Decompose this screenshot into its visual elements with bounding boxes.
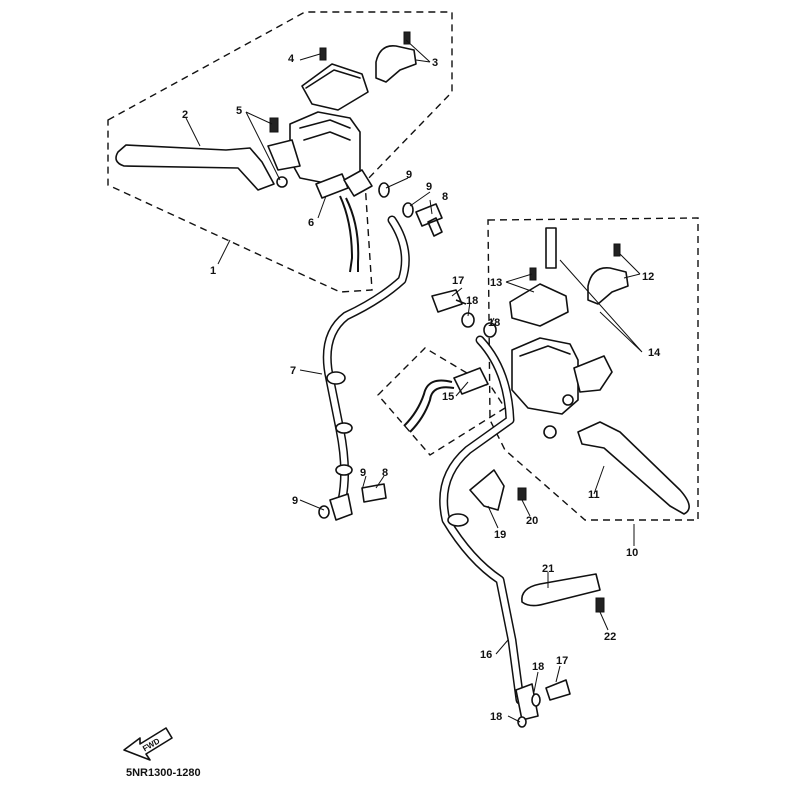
callout-7: 7 [290,365,296,377]
callout-9-upper-b: 9 [426,181,432,193]
callout-9-lower-b: 9 [292,495,298,507]
switch-15-outline [377,347,506,456]
hose-fitting-left-c [335,464,353,476]
brake-switch-left-wires [339,195,360,273]
callout-10: 10 [626,547,638,559]
union-bolt-lower-left [361,483,387,503]
hose-guide [469,469,505,511]
copper-washer-lower-a [318,505,330,519]
cap-screw-left [319,47,327,61]
callout-18-lower-b: 18 [490,711,502,723]
copper-washer-upper-b [402,202,414,218]
callout-17-top: 17 [452,275,464,287]
callout-4: 4 [288,53,295,65]
callout-1: 1 [210,265,216,277]
brake-lever-right [577,421,690,515]
union-bolt-upper [415,203,443,237]
union-bolt-lower-right [545,679,571,701]
holder-clamp-left [375,45,417,83]
copper-washer-lower-right-b [517,716,527,728]
callout-12: 12 [642,271,654,283]
callout-9-lower-a: 9 [360,467,366,479]
callout-11: 11 [588,489,600,501]
brake-hose-right-core [440,337,523,703]
callout-15: 15 [442,391,454,403]
copper-washer-lower-right-a [531,693,541,707]
master-cylinder-left-bracket [267,139,301,171]
callout-22: 22 [604,631,616,643]
callout-18-top-a: 18 [466,295,478,307]
copper-washer-right-b [483,322,497,338]
leader-lines [185,39,643,723]
brake-switch-right-wires [403,379,455,433]
callout-5: 5 [236,105,242,117]
hose-fitting-left [326,371,346,385]
reservoir-cap-left-top [305,69,361,89]
callout-14: 14 [648,347,661,359]
callout-16: 16 [480,649,492,661]
callout-6: 6 [308,217,314,229]
master-cylinder-left-detail [299,119,351,141]
guide-screw [517,487,527,501]
brake-lever-left [115,144,275,191]
brake-hose-left [322,215,410,505]
master-cylinder-left-outlet [343,169,373,197]
brake-hose-left-core [324,217,409,503]
clamp-bolt [595,597,605,613]
callout-17-bottom: 17 [556,655,568,667]
lever-pivot-bolt-right [545,227,557,269]
hose-fitting-left-b [335,422,353,434]
holder-clamp-right [587,267,629,305]
callout-20: 20 [526,515,538,527]
master-cylinder-right-bracket [573,355,613,393]
drawing-code: 5NR1300-1280 [126,767,201,779]
hose-clamp [521,573,601,607]
callout-21: 21 [542,563,554,575]
master-cylinder-right-detail [519,345,571,357]
callout-18-top-b: 18 [488,317,500,329]
master-cylinder-left [289,111,361,187]
brake-switch-left [315,173,349,199]
reservoir-cap-right [509,283,569,327]
cap-screw-right [529,267,537,281]
callout-19: 19 [494,529,506,541]
pivot-right [562,394,574,406]
callout-9-upper-a: 9 [406,169,412,181]
brake-switch-right [453,367,489,395]
master-cylinder-right [511,337,579,415]
callout-8-lower: 8 [382,467,388,479]
assembly-10-outline [487,217,699,521]
lever-nut-right [543,425,557,439]
callout-2: 2 [182,109,188,121]
lever-nut-left [276,176,288,188]
banjo-lower-right [515,683,539,721]
copper-washer-upper-a [378,182,390,198]
lever-bolt-left [269,117,279,133]
union-bolt-right-top [431,289,467,313]
callout-8-upper: 8 [442,191,448,203]
callout-18-lower-a: 18 [532,661,544,673]
callout-3: 3 [432,57,438,69]
callout-13: 13 [490,277,502,289]
fwd-arrow-icon [123,727,173,761]
hose-fitting-right [447,513,469,527]
holder-screw-right [613,243,621,257]
banjo-lower-left [329,493,353,521]
